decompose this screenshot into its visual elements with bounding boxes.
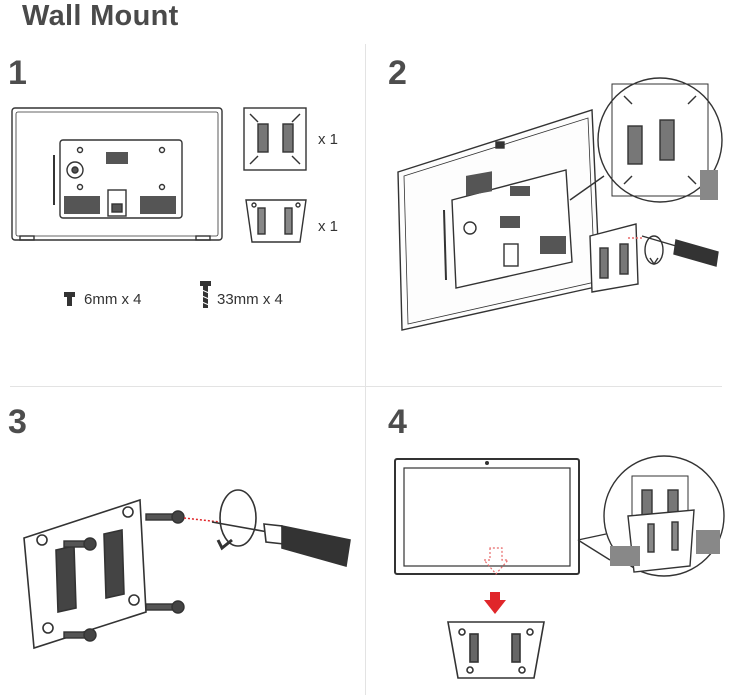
screw-group-icon bbox=[63, 510, 185, 642]
monitor-back-icon bbox=[11, 107, 223, 241]
page-title: Wall Mount bbox=[22, 0, 179, 32]
step-number-4: 4 bbox=[388, 403, 407, 441]
long-screw-icon bbox=[200, 281, 211, 308]
short-screw-icon bbox=[64, 292, 75, 306]
vesa-plate-icon bbox=[23, 498, 147, 650]
step-number-3: 3 bbox=[8, 403, 27, 441]
short-screw-label: 6mm x 4 bbox=[84, 291, 142, 308]
divider-vertical bbox=[365, 44, 366, 695]
step-number-2: 2 bbox=[388, 54, 407, 92]
magnifier-icon-4 bbox=[577, 455, 725, 577]
monitor-perspective-icon bbox=[397, 109, 601, 331]
divider-horizontal bbox=[10, 386, 722, 387]
long-screw-label: 33mm x 4 bbox=[217, 291, 283, 308]
screwdriver-icon bbox=[641, 235, 719, 267]
screwdriver-icon-large bbox=[211, 489, 351, 568]
trapezoid-plate-quantity: x 1 bbox=[318, 218, 339, 235]
dashed-down-arrow-icon bbox=[482, 547, 510, 575]
bracket-plate-icon bbox=[447, 621, 545, 679]
step-number-1: 1 bbox=[8, 54, 27, 92]
trapezoid-plate-icon bbox=[245, 199, 307, 243]
square-plate-quantity: x 1 bbox=[318, 131, 339, 148]
magnifier-icon bbox=[569, 77, 723, 203]
monitor-front-icon bbox=[394, 458, 580, 575]
square-plate-icon bbox=[243, 107, 307, 171]
red-down-arrow-icon bbox=[484, 592, 506, 614]
mount-plate-icon bbox=[589, 223, 639, 293]
